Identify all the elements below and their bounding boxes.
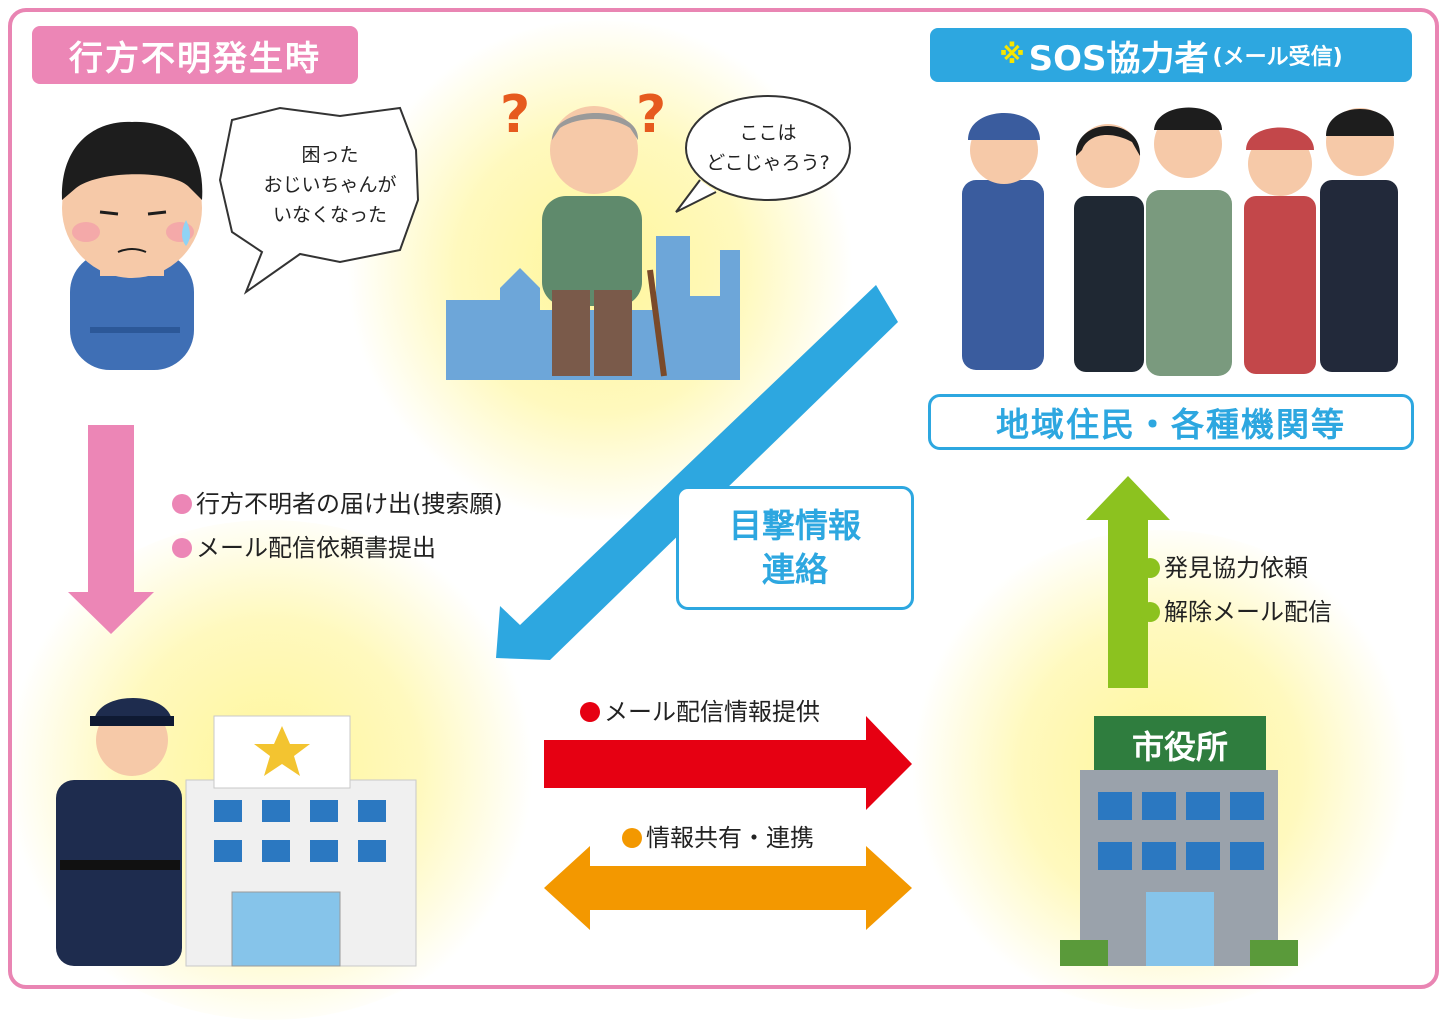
step-text: メール配信依頼書提出	[196, 534, 436, 562]
diagonal-arrow-blue	[496, 285, 898, 660]
info-sharing-step: 情報共有・連携	[622, 816, 814, 860]
residents-group-illustration	[962, 107, 1398, 376]
worried-man-illustration	[61, 121, 203, 370]
elderly-man-illustration: ? ?	[446, 85, 740, 380]
police-station-illustration	[56, 698, 417, 967]
elder-bubble-text: ここは どこじゃろう?	[690, 118, 846, 178]
city-request-steps: 発見協力依頼 解除メール配信	[1140, 546, 1332, 634]
sighting-line-2: 連絡	[762, 550, 828, 589]
missing-occurrence-tag: 行方不明発生時	[32, 26, 358, 84]
sighting-line-1: 目撃情報	[729, 506, 861, 545]
pink-dot-icon	[172, 494, 192, 514]
outer-frame	[8, 8, 1439, 989]
step-item: 発見協力依頼	[1140, 546, 1332, 590]
family-bubble-line-1: 困った	[301, 144, 359, 166]
step-text: 解除メール配信	[1164, 598, 1332, 626]
mail-info-provision-step: メール配信情報提供	[580, 690, 820, 734]
family-bubble-line-2: おじいちゃんが	[263, 174, 397, 196]
elder-bubble-line-1: ここは	[739, 122, 797, 144]
step-text: 行方不明者の届け出(捜索願)	[196, 490, 503, 518]
elder-bubble-line-2: どこじゃろう?	[706, 152, 830, 174]
step-text: メール配信情報提供	[604, 698, 820, 726]
city-hall-illustration	[1060, 716, 1298, 966]
sos-cooperator-title: SOS協力者	[1028, 38, 1209, 79]
elder-speech-bubble	[675, 95, 851, 213]
sighting-report-label: 目撃情報 連絡	[676, 486, 914, 610]
double-arrow-orange	[544, 846, 912, 930]
family-bubble-line-3: いなくなった	[272, 204, 387, 226]
down-arrow-pink	[68, 425, 154, 634]
pink-dot-icon	[172, 538, 192, 558]
red-dot-icon	[580, 702, 600, 722]
orange-dot-icon	[622, 828, 642, 848]
green-dot-icon	[1140, 558, 1160, 578]
residents-label: 地域住民・各種機関等	[928, 394, 1414, 450]
up-arrow-green	[1086, 476, 1170, 688]
family-speech-bubble	[218, 106, 420, 295]
asterisk-mark: ※	[999, 40, 1025, 70]
family-bubble-text: 困った おじいちゃんが いなくなった	[250, 140, 410, 230]
police-report-steps: 行方不明者の届け出(捜索願) メール配信依頼書提出	[172, 482, 503, 570]
city-hall-sign: 市役所	[1132, 728, 1228, 766]
svg-text:?: ?	[636, 85, 666, 145]
step-item: 解除メール配信	[1140, 590, 1332, 634]
step-item: メール配信依頼書提出	[172, 526, 503, 570]
sos-cooperator-tag: ※ SOS協力者 (メール受信)	[930, 28, 1412, 82]
step-item: 行方不明者の届け出(捜索願)	[172, 482, 503, 526]
step-text: 情報共有・連携	[646, 824, 814, 852]
sos-cooperator-subtitle: (メール受信)	[1212, 45, 1343, 70]
right-arrow-red	[544, 716, 912, 810]
green-dot-icon	[1140, 602, 1160, 622]
svg-text:?: ?	[500, 85, 530, 145]
step-text: 発見協力依頼	[1164, 554, 1308, 582]
